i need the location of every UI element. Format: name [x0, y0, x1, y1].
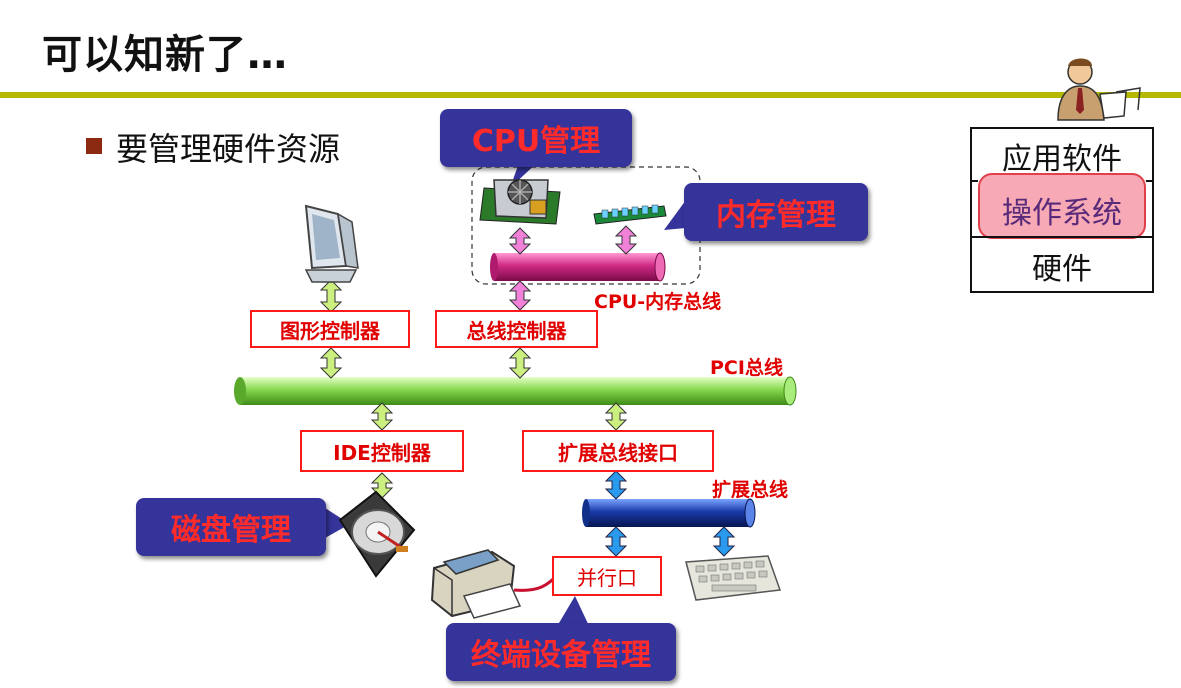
- arrow-expansion-bus-to-keyboard: [712, 526, 736, 557]
- graphics-controller: 图形控制器: [250, 310, 410, 348]
- cpu-chip-icon: [479, 179, 561, 225]
- layer-stack: 应用软件 操作系统 硬件: [970, 127, 1154, 293]
- cpu-management-callout: CPU管理: [440, 109, 632, 167]
- arrow-cpu-to-bus: [508, 227, 532, 255]
- stack-divider-bottom: [970, 236, 1154, 238]
- terminal-callout-tail: [556, 596, 590, 628]
- arrow-monitor-to-graphics: [319, 279, 343, 313]
- parallel-port: 并行口: [552, 556, 662, 596]
- bullet-text: 要管理硬件资源: [116, 130, 341, 168]
- layer-os: 操作系统: [1002, 196, 1122, 231]
- memory-callout-tail: [664, 200, 686, 230]
- arrow-graphics-to-pci: [319, 347, 343, 379]
- disk-callout-tail: [325, 508, 350, 538]
- ide-controller: IDE控制器: [300, 430, 464, 472]
- terminal-device-management-callout: 终端设备管理: [446, 623, 676, 681]
- disk-management-callout: 磁盘管理: [136, 498, 326, 556]
- arrow-expansion-bus-to-parallel: [604, 526, 628, 557]
- expansion-bus-label: 扩展总线: [712, 479, 789, 501]
- pci-bus: [234, 376, 797, 406]
- cpu-memory-bus-label: CPU-内存总线: [594, 291, 722, 313]
- printer-icon: [430, 549, 522, 619]
- arrow-interface-to-expansion-bus: [604, 470, 628, 500]
- memory-management-callout: 内存管理: [684, 183, 868, 241]
- bullet-marker: [86, 138, 102, 154]
- businessman-icon: [1057, 58, 1141, 121]
- hard-disk-icon: [338, 490, 416, 578]
- arrow-bus-to-buscontroller: [508, 280, 532, 311]
- monitor-icon: [304, 204, 359, 283]
- arrow-pci-to-ide: [370, 402, 394, 431]
- stack-divider-right: [1146, 180, 1154, 182]
- expansion-bus: [582, 498, 756, 528]
- page-title: 可以知新了…: [42, 32, 288, 78]
- memory-module-icon: [593, 204, 667, 225]
- layer-hardware: 硬件: [1032, 252, 1092, 287]
- cpu-memory-group-outline: [471, 166, 701, 285]
- bus-controller: 总线控制器: [435, 310, 598, 348]
- expansion-bus-interface: 扩展总线接口: [522, 430, 714, 472]
- arrow-buscontroller-to-pci: [508, 347, 532, 379]
- layer-application: 应用软件: [1002, 142, 1122, 177]
- arrow-pci-to-expansion-interface: [604, 402, 628, 431]
- os-layer-highlight: [978, 173, 1146, 239]
- cpu-memory-bus: [490, 252, 666, 282]
- arrow-memory-to-bus: [614, 225, 638, 255]
- pci-bus-label: PCI总线: [710, 357, 783, 379]
- keyboard-icon: [685, 555, 782, 601]
- stack-divider-left: [970, 180, 978, 182]
- title-divider: [0, 92, 1181, 98]
